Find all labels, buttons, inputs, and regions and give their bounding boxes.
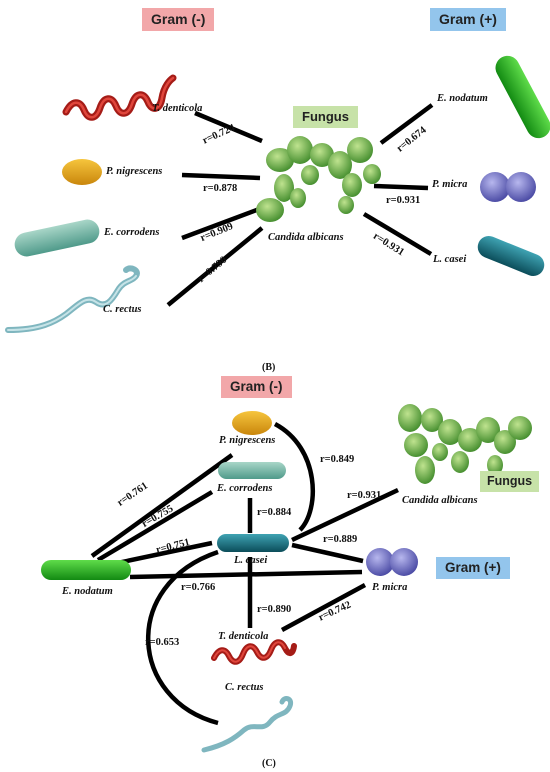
label-b-e-nodatum: E. nodatum <box>437 93 488 104</box>
edge-b-l-casei <box>362 212 433 256</box>
label-b-p-nigrescens: P. nigrescens <box>106 166 163 177</box>
edge-c-cas-mic <box>291 542 364 564</box>
edge-b-e-nodatum <box>379 103 434 145</box>
panel-c-edges <box>90 422 399 726</box>
l-casei-cell-c <box>217 534 289 552</box>
label-c-t-denticola: T. denticola <box>218 631 269 642</box>
edge-b-c-rectus <box>166 226 264 307</box>
edge-c-nod-mic <box>129 569 363 580</box>
gram-negative-badge-c: Gram (-) <box>221 376 292 399</box>
p-nigrescens-cell <box>62 159 102 185</box>
r-b-p-nigrescens: r=0.878 <box>203 183 238 194</box>
gram-positive-badge-c: Gram (+) <box>436 557 510 580</box>
edge-b-p-nigrescens <box>181 172 261 181</box>
label-c-candida-albicans: Candida albicans <box>402 495 478 506</box>
label-b-c-rectus: C. rectus <box>103 304 142 315</box>
edge-c-cas-rec <box>146 549 219 726</box>
edge-b-p-micra <box>373 183 429 191</box>
edge-c-den-mic <box>280 583 367 632</box>
panel-label-c: (C) <box>262 758 276 769</box>
r-c-nod-mic: r=0.766 <box>181 582 216 593</box>
panel-b-edges <box>166 103 434 307</box>
fungus-badge-c: Fungus <box>480 471 540 493</box>
l-casei-cell-b <box>477 236 545 276</box>
e-nodatum-cell-c <box>41 560 131 580</box>
label-c-p-micra: P. micra <box>372 582 408 593</box>
label-b-candida-albicans: Candida albicans <box>268 232 344 243</box>
t-denticola-cell <box>62 74 177 121</box>
r-c-cas-rec: r=0.653 <box>145 637 180 648</box>
edge-c-nig-cas <box>273 422 316 532</box>
e-corrodens-cell <box>14 219 100 257</box>
p-micra-cell-b <box>480 172 536 202</box>
r-c-cas-den: r=0.890 <box>257 604 292 615</box>
label-c-e-corrodens: E. corrodens <box>217 483 273 494</box>
label-c-e-nodatum: E. nodatum <box>62 586 113 597</box>
t-denticola-cell-c <box>211 639 297 665</box>
r-c-cas-alb: r=0.931 <box>347 490 382 501</box>
candida-albicans-cell-b <box>256 136 381 222</box>
label-b-l-casei: L. casei <box>433 254 467 265</box>
fungus-badge-b: Fungus <box>293 106 358 128</box>
gram-positive-badge-b: Gram (+) <box>430 8 506 31</box>
label-b-e-corrodens: E. corrodens <box>104 227 160 238</box>
label-c-c-rectus: C. rectus <box>225 682 264 693</box>
c-rectus-cell <box>5 265 140 333</box>
r-b-p-micra: r=0.931 <box>386 195 421 206</box>
r-c-cor-cas: r=0.884 <box>257 507 292 518</box>
edge-c-nod-nig <box>90 453 234 558</box>
label-b-p-micra: P. micra <box>432 179 468 190</box>
c-rectus-cell-c <box>201 696 294 753</box>
edge-c-cas-alb <box>291 487 399 543</box>
r-c-cas-mic: r=0.889 <box>323 534 358 545</box>
p-micra-cell-c <box>366 548 418 576</box>
candida-albicans-cell-c <box>398 404 532 484</box>
gram-negative-badge-b: Gram (-) <box>142 8 215 31</box>
edge-c-nod-cor <box>96 490 214 562</box>
edge-b-t-denticola <box>194 110 263 144</box>
edge-b-e-corrodens <box>181 205 263 241</box>
e-corrodens-cell-c <box>218 462 286 479</box>
label-b-t-denticola: T. denticola <box>152 103 203 114</box>
r-c-nig-cas: r=0.849 <box>320 454 355 465</box>
e-nodatum-cell-b <box>495 55 550 139</box>
panel-label-b: (B) <box>262 362 276 373</box>
label-c-p-nigrescens: P. nigrescens <box>219 435 276 446</box>
p-nigrescens-cell-c <box>232 411 272 435</box>
label-c-l-casei: L. casei <box>234 555 268 566</box>
